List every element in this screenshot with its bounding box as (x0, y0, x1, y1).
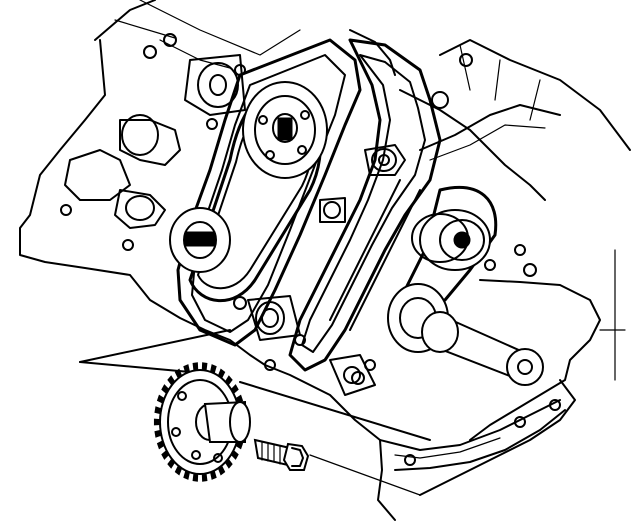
leader-lines (79, 329, 431, 496)
crankshaft-sprocket (153, 362, 251, 482)
engine-block (19, 0, 631, 521)
left-idler-sprocket (169, 207, 231, 273)
upper-cam-sprocket (242, 81, 328, 179)
chain-tensioner (319, 144, 406, 223)
lower-crank-area (247, 283, 449, 396)
crankshaft-nose (421, 311, 544, 386)
right-cam-sprocket (411, 209, 491, 271)
sprocket-bolt (253, 438, 310, 471)
